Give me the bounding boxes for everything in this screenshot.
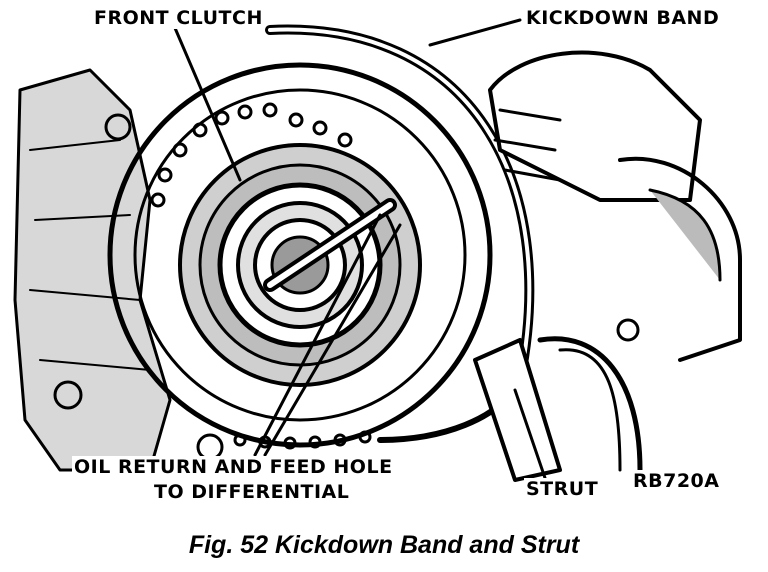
leader-oil-hole: [253, 213, 382, 457]
label-kickdown-band: KICKDOWN BAND: [524, 7, 722, 29]
leader-strut: [513, 388, 547, 480]
pliers: [537, 336, 643, 473]
case-bolt: [53, 380, 83, 410]
label-oil-return-line2: TO DIFFERENTIAL: [152, 481, 352, 503]
leader-oil-hole: [263, 223, 402, 457]
housing-outer-ring: [107, 62, 493, 448]
strut: [473, 338, 562, 482]
leader-kickdown-band: [428, 18, 522, 47]
label-code: RB720A: [631, 470, 722, 492]
case-bolt: [104, 113, 132, 141]
label-oil-return-line1: OIL RETURN AND FEED HOLE: [72, 456, 395, 478]
housing-inner-ring: [133, 88, 467, 422]
label-strut: STRUT: [524, 478, 601, 500]
leader-front-clutch: [173, 26, 242, 182]
label-front-clutch: FRONT CLUTCH: [92, 7, 265, 29]
figure-caption: Fig. 52 Kickdown Band and Strut: [188, 531, 580, 559]
transmission-illustration: [13, 18, 742, 482]
hand: [488, 50, 702, 202]
case-bolt: [616, 318, 640, 342]
transmission-case: [13, 68, 172, 472]
